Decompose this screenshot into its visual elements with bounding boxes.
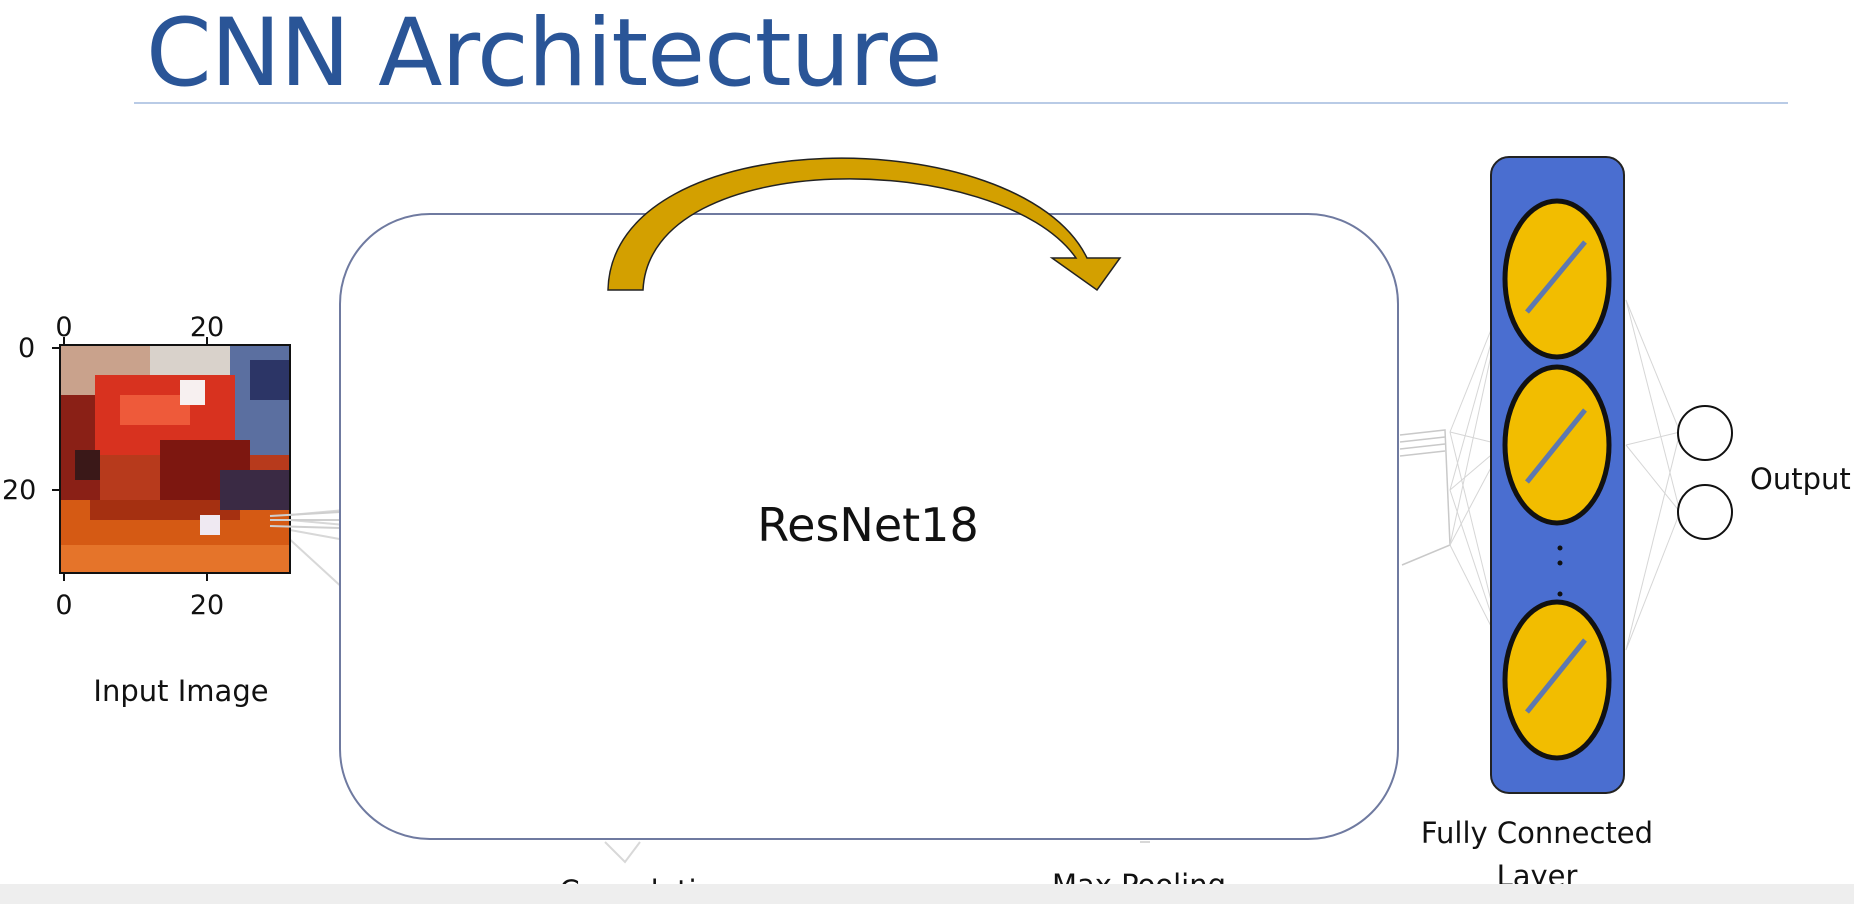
input-image-label: Input Image	[93, 674, 269, 708]
tick-top-20: 20	[189, 312, 225, 343]
tick-bottom-20: 20	[189, 590, 225, 621]
fc-output-connections	[1625, 299, 1681, 651]
resnet18-block	[339, 213, 1399, 840]
input-connections	[269, 511, 341, 529]
neuron-icon	[1502, 599, 1612, 761]
page-title: CNN Architecture	[146, 0, 943, 108]
output-node-icon	[1677, 484, 1733, 540]
resnet18-label: ResNet18	[757, 498, 979, 552]
input-axes-ticks	[52, 337, 208, 581]
input-image-frame	[59, 344, 291, 574]
car-image-icon	[60, 345, 290, 573]
output-label: Output	[1750, 462, 1851, 496]
neuron-icon	[1502, 364, 1612, 526]
footer-bar	[0, 884, 1854, 904]
feature-map-stack	[1399, 429, 1451, 566]
tick-left-20: 20	[2, 475, 37, 506]
tick-top-0: 0	[55, 312, 73, 343]
title-divider	[134, 102, 1788, 104]
output-node-icon	[1677, 405, 1733, 461]
tick-left-0: 0	[18, 333, 36, 364]
fully-connected-label: Fully Connected	[1420, 816, 1654, 850]
skip-connection-arrow-icon	[607, 157, 1122, 292]
neuron-icon	[1502, 198, 1612, 360]
tick-bottom-0: 0	[55, 590, 73, 621]
